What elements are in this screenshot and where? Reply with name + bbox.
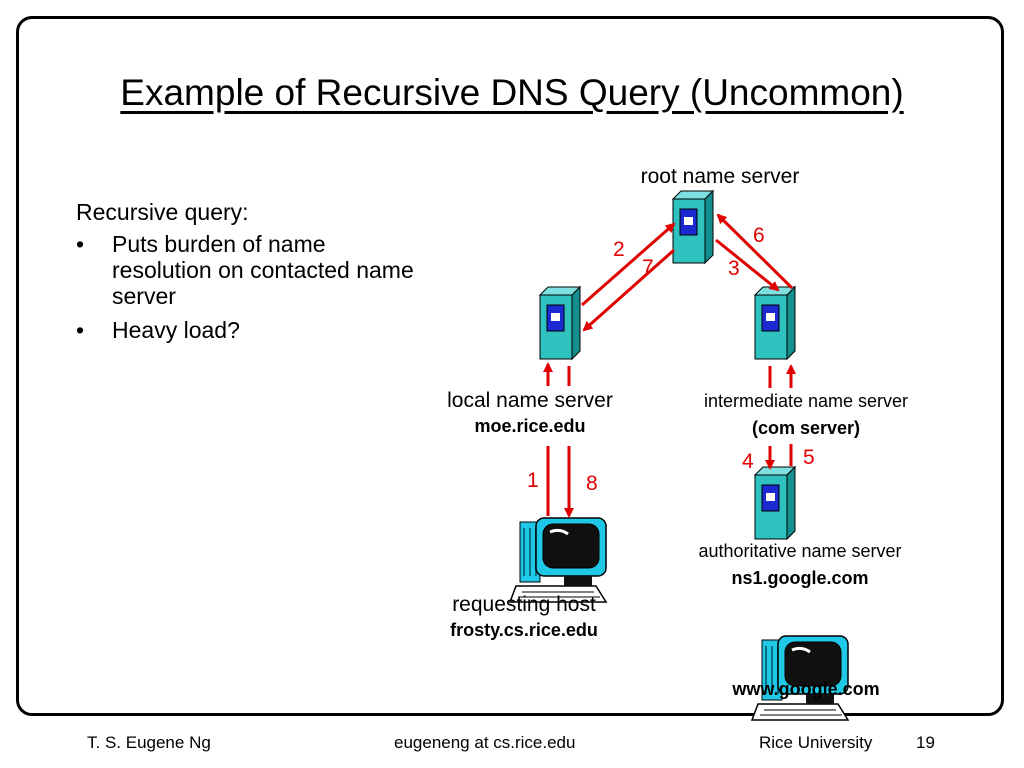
step-number-5: 5 (803, 446, 815, 469)
slide-frame (16, 16, 1004, 716)
footer-author: T. S. Eugene Ng (87, 733, 211, 752)
local-server-icon (539, 286, 581, 360)
step-number-6: 6 (753, 224, 765, 247)
slide-title: Example of Recursive DNS Query (Uncommon… (120, 72, 904, 113)
bullet-item: •Puts burden of name resolution on conta… (76, 231, 414, 309)
bullet-heading: Recursive query: (76, 199, 249, 225)
requesting-host-label: requesting host frosty.cs.rice.edu (404, 593, 644, 641)
intermediate-server-label: intermediate name server (com server) (666, 391, 946, 439)
requesting-host-computer-icon (508, 516, 608, 604)
target-host-computer-icon (750, 634, 850, 722)
bullet-item: •Heavy load? (76, 317, 240, 343)
requesting-host-name: frosty.cs.rice.edu (450, 620, 598, 640)
step-number-3: 3 (728, 257, 740, 280)
step-number-1: 1 (527, 469, 539, 492)
target-host-name: www.google.com (732, 679, 880, 699)
intermediate-server-host: (com server) (751, 418, 861, 438)
footer-page-number: 19 (916, 733, 935, 752)
footer-email: eugeneng at cs.rice.edu (394, 733, 576, 752)
step-number-8: 8 (586, 472, 598, 495)
intermediate-server-icon (754, 286, 796, 360)
arrow-step-6 (716, 213, 794, 290)
authoritative-server-icon (754, 466, 796, 540)
authoritative-server-label: authoritative name server ns1.google.com (660, 541, 940, 589)
arrow-step-2 (581, 222, 676, 307)
step-number-4: 4 (742, 450, 754, 473)
arrow-step-7 (582, 248, 675, 332)
root-server-icon (672, 190, 714, 264)
bullet-list: Recursive query: •Puts burden of name re… (76, 199, 416, 351)
root-server-label: root name server (640, 165, 800, 188)
local-server-label: local name server moe.rice.edu (410, 389, 650, 437)
target-host-label: www.google.com (686, 679, 926, 700)
footer-institution: Rice University (759, 733, 873, 752)
authoritative-server-host: ns1.google.com (731, 568, 869, 588)
step-number-2: 2 (613, 238, 625, 261)
step-number-7: 7 (642, 256, 654, 279)
arrow-step-3 (715, 238, 780, 292)
local-server-host: moe.rice.edu (474, 416, 586, 436)
